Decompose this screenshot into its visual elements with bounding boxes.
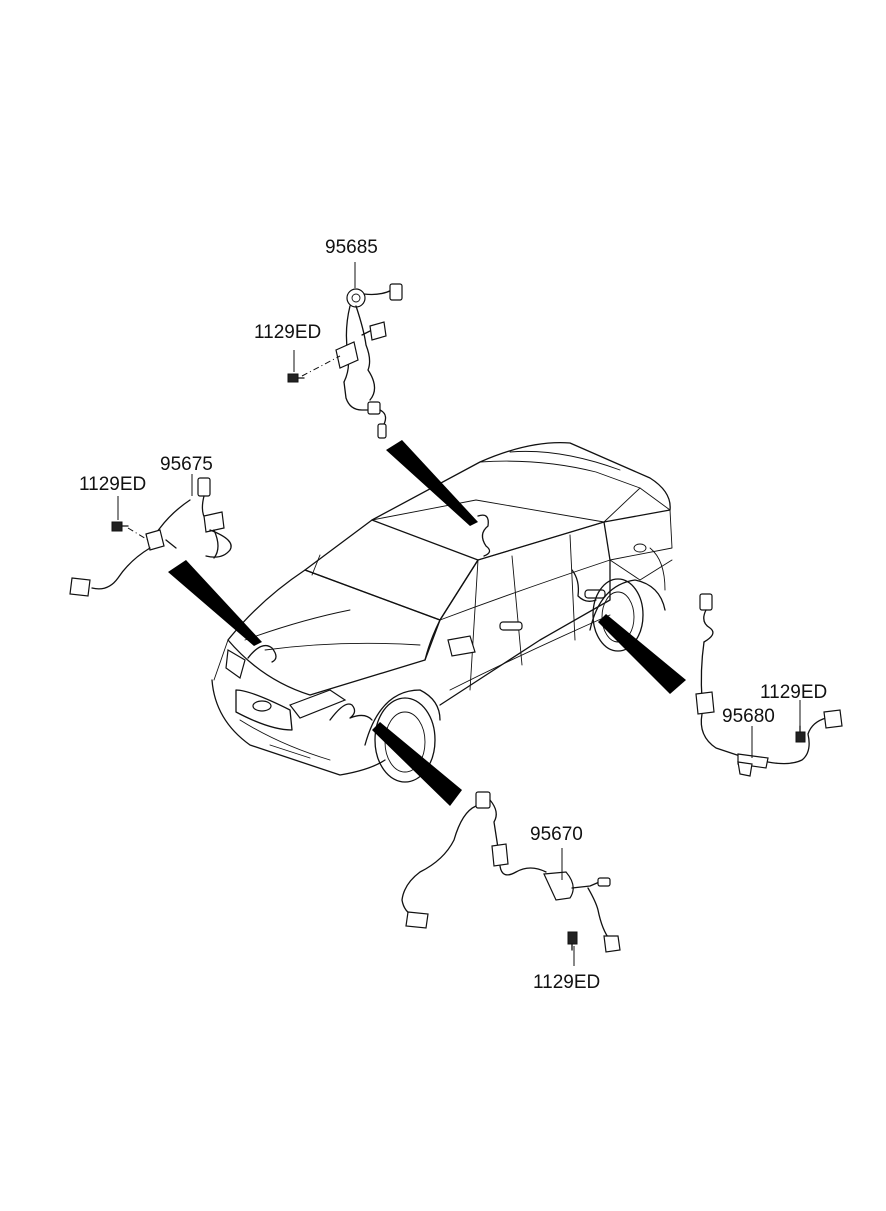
bolt-number-front-right: 1129ED [533, 972, 600, 993]
on-car-sensor-marks [247, 514, 597, 721]
part-number-95675: 95675 [160, 454, 213, 475]
pointer-wedges [168, 440, 686, 806]
pointer-front-right [372, 722, 462, 806]
part-number-95685: 95685 [325, 237, 378, 258]
pointer-front-left [168, 560, 262, 646]
pointer-rear-left [386, 440, 478, 526]
car-illustration [211, 442, 673, 783]
bolt-number-rear-left: 1129ED [254, 322, 321, 343]
leader-bolt-rear-left [301, 355, 341, 377]
part-number-95680: 95680 [722, 706, 775, 727]
part-number-95670: 95670 [530, 824, 583, 845]
rear-left-sensor-assembly [287, 283, 403, 439]
bolt-number-rear-right: 1129ED [760, 682, 827, 703]
front-left-sensor-assembly [69, 477, 232, 597]
rear-right-sensor-assembly [695, 593, 843, 777]
bolt-number-front-left: 1129ED [79, 474, 146, 495]
pointer-rear-right [598, 614, 686, 694]
leader-bolt-front-left [127, 527, 149, 541]
front-right-sensor-assembly [401, 791, 621, 953]
